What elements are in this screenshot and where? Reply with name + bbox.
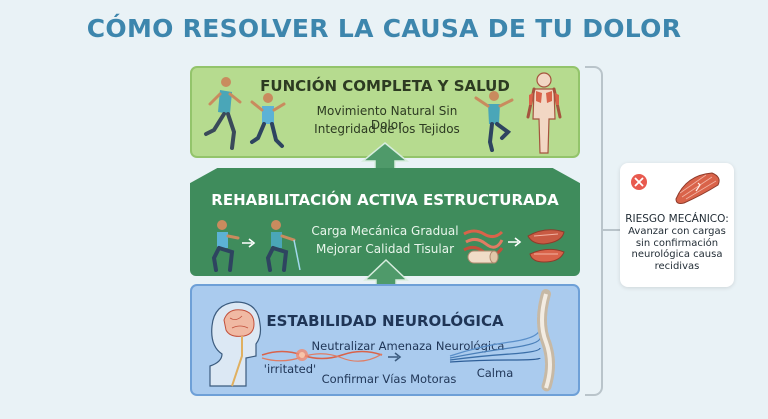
tier-heading: FUNCIÓN COMPLETA Y SALUD	[260, 77, 510, 95]
warning-x-icon	[631, 174, 647, 190]
arrow-right-icon	[508, 237, 522, 247]
runner-woman-icon	[204, 77, 242, 150]
nerve-path-icon	[261, 349, 383, 362]
tier-line: Movimiento Natural Sin Dolor	[316, 104, 458, 132]
tier-line: Neutralizar Amenaza Neurológica	[311, 339, 505, 353]
risk-title: RIESGO MECÁNICO:	[625, 213, 729, 225]
body-anatomy-icon	[526, 72, 562, 154]
spine-icon	[537, 289, 555, 393]
tier-line: Mejorar Calidad Tisular	[315, 242, 455, 256]
tier-heading: REHABILITACIÓN ACTIVA ESTRUCTURADA	[211, 191, 559, 209]
page-title: CÓMO RESOLVER LA CAUSA DE TU DOLOR	[86, 14, 682, 43]
risk-body-line: neurológica causa	[631, 249, 723, 260]
healthy-muscle-icon	[527, 229, 565, 263]
risk-body-line: sin confirmación	[635, 237, 719, 249]
tier-line: Integridad de los Tejidos	[314, 122, 460, 136]
tier-neuro-stability: ESTABILIDAD NEUROLÓGICA Neutralizar Amen…	[190, 284, 580, 396]
yoga-woman-icon	[474, 91, 514, 152]
tier-heading: ESTABILIDAD NEUROLÓGICA	[266, 312, 504, 330]
squat-figure-icon	[211, 220, 240, 272]
risk-body: Avanzar con cargas sin confirmación neur…	[623, 226, 731, 272]
runner-child-icon	[250, 93, 286, 148]
head-brain-icon	[209, 301, 262, 387]
risk-card: RIESGO MECÁNICO: Avanzar con cargas sin …	[620, 163, 734, 287]
arrow-right-icon	[242, 238, 256, 248]
risk-body-line: recidivas	[654, 260, 700, 272]
risk-body-line: Avanzar con cargas	[628, 226, 726, 237]
calm-nerves-icon	[449, 327, 541, 363]
tier-line: Confirmar Vías Motoras	[321, 372, 457, 386]
tier-line: Carga Mecánica Gradual	[311, 224, 459, 238]
arrow-right-icon	[388, 352, 402, 362]
calm-label: Calma	[476, 366, 514, 380]
irritated-label: 'irritated'	[263, 362, 317, 376]
tissue-roll-icon	[467, 250, 499, 264]
resistance-band-figure-icon	[265, 220, 301, 272]
tier-function-health: FUNCIÓN COMPLETA Y SALUD Movimiento Natu…	[190, 66, 580, 158]
tier-active-rehab: REHABILITACIÓN ACTIVA ESTRUCTURADA Carga…	[190, 168, 580, 276]
torn-muscle-icon	[675, 172, 720, 204]
bracket-connector	[585, 66, 603, 396]
bracket-tick	[603, 229, 621, 231]
